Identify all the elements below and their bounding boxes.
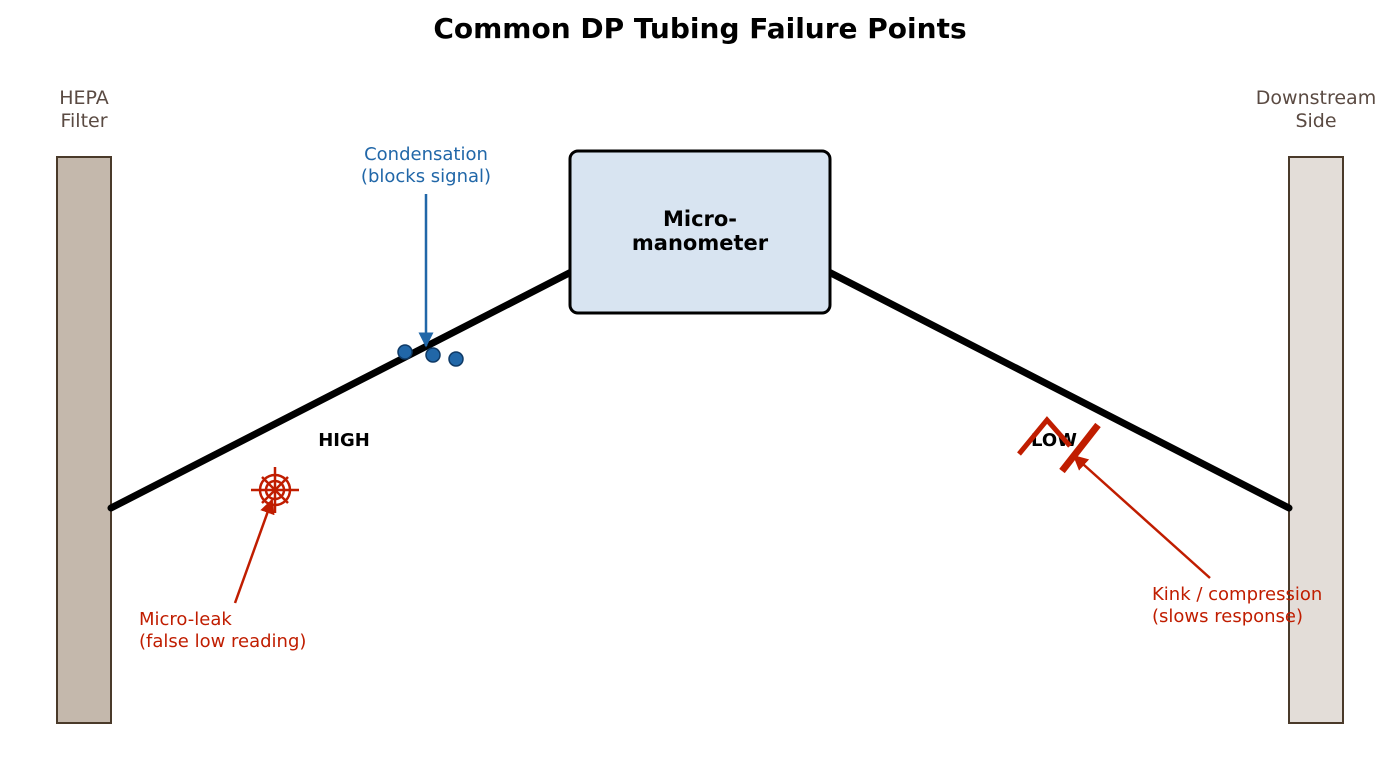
hepa-filter-wall [56, 156, 112, 724]
hepa-filter-label-line1: HEPA [59, 87, 109, 109]
micromanometer-label-line1: Micro- [663, 207, 737, 231]
low-side-tubing [819, 265, 1293, 512]
micromanometer-label-line2: manometer [632, 231, 769, 255]
diagram-title: Common DP Tubing Failure Points [433, 12, 966, 45]
high-side-tubing [107, 265, 581, 512]
low-port-label: LOW [1031, 430, 1077, 451]
leak-burst-icon [251, 467, 299, 513]
kink-pointer-arrow [1072, 454, 1211, 579]
kink-zigzag-icon [1017, 416, 1101, 474]
downstream-label-line2: Side [1295, 110, 1336, 132]
micro-leak-note-line1: Micro-leak [139, 609, 232, 630]
condensation-note-line2: (blocks signal) [361, 166, 491, 187]
downstream-wall [1288, 156, 1344, 724]
micro-leak-pointer-arrow [233, 498, 275, 604]
water-droplets-icon [397, 344, 464, 367]
hepa-filter-label-line2: Filter [60, 110, 107, 132]
micromanometer-box [568, 149, 832, 315]
downstream-label-line1: Downstream [1256, 87, 1376, 109]
micro-leak-note-line2: (false low reading) [139, 631, 306, 652]
kink-note-line1: Kink / compression [1152, 584, 1322, 605]
high-port-label: HIGH [318, 430, 370, 451]
kink-note-line2: (slows response) [1152, 606, 1303, 627]
condensation-note-line1: Condensation [364, 144, 488, 165]
